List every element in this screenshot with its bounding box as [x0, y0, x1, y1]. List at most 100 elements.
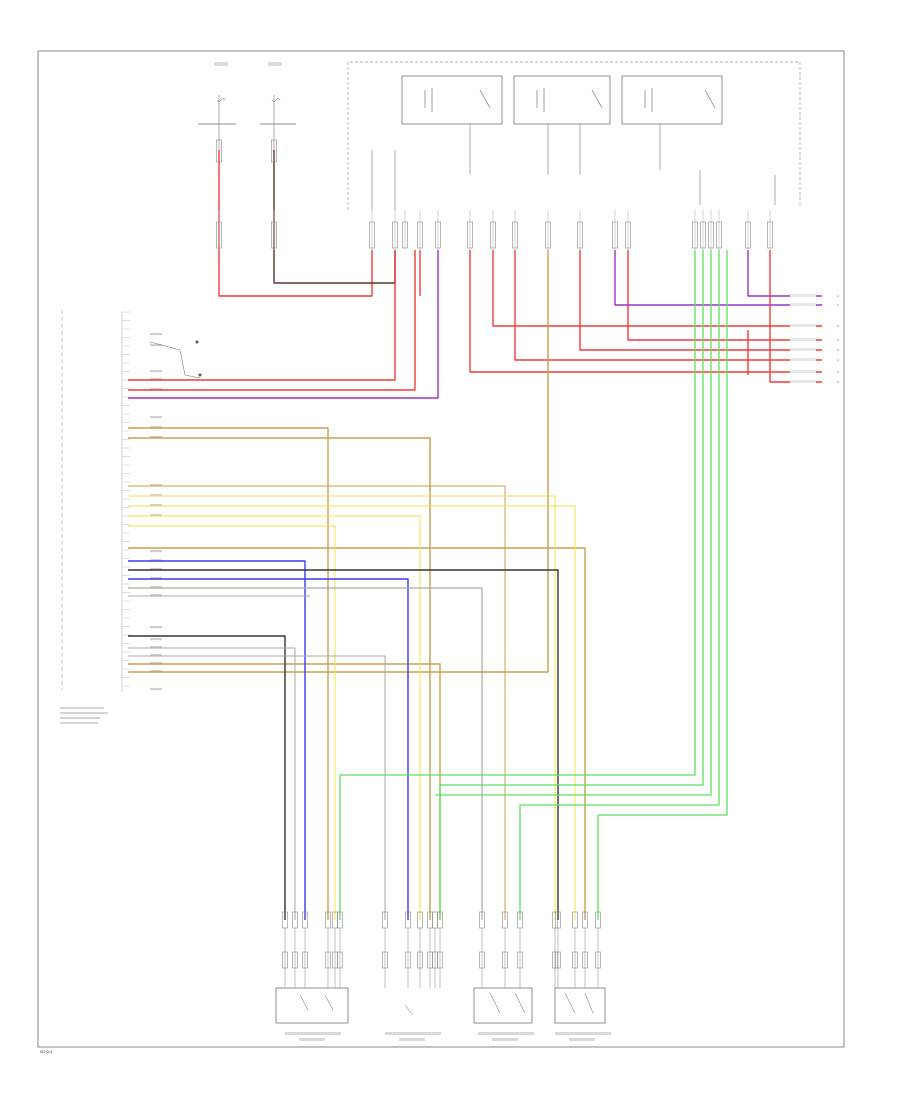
- right-terminal-node: [837, 295, 839, 297]
- pin-wire-label: [150, 370, 162, 373]
- pin-wire-label: [150, 436, 162, 439]
- bottom-connectors: [282, 911, 601, 988]
- wire-red-right-3: [514, 250, 822, 361]
- fuse-connector-pin: [271, 139, 277, 163]
- switch-node-2: [198, 373, 202, 377]
- right-terminal-label: [790, 338, 816, 341]
- switch-node-1: [195, 340, 199, 344]
- wire-tan-4: [128, 547, 586, 920]
- component-box-1: [275, 987, 349, 1024]
- wire-red-module-2: [128, 250, 416, 391]
- right-terminal-node: [837, 359, 839, 361]
- wire-yellow-3: [128, 515, 421, 920]
- wire-tan-2: [128, 437, 431, 920]
- fuse-symbol-1: [216, 98, 226, 102]
- pin-wire-label: [150, 378, 162, 381]
- right-terminal-node: [837, 349, 839, 351]
- fuse-connector-pin: [216, 139, 222, 163]
- pin-wire-label: [150, 426, 162, 429]
- wire-purple-module: [128, 250, 439, 399]
- component-label: [569, 1038, 595, 1041]
- right-terminal-node: [837, 304, 839, 306]
- pin-wire-label: [150, 559, 162, 562]
- wire-black-1: [128, 569, 559, 920]
- right-terminal-label: [790, 370, 816, 373]
- relay-box-2: [513, 75, 611, 125]
- component-box-2: [379, 987, 451, 1024]
- wire-brown-fuse-2: [273, 150, 396, 284]
- wire-yellow-2: [128, 505, 576, 920]
- pin-wire-label: [150, 416, 162, 419]
- pin-wire-label: [150, 688, 162, 691]
- bottom-connector-pin: [432, 911, 438, 929]
- wire-red-right-5: [627, 250, 822, 341]
- right-terminal-label: [790, 348, 816, 351]
- wire-yellow-1: [128, 495, 556, 920]
- relay-contacts-3: [644, 88, 716, 112]
- pin-wire-label: [150, 654, 162, 657]
- right-terminal-label: [790, 294, 816, 297]
- pin-wire-label: [150, 670, 162, 673]
- wire-gray-1: [128, 587, 483, 920]
- wire-green-3: [435, 250, 712, 796]
- wire-tan-long: [128, 250, 549, 673]
- right-terminal-label: [790, 380, 816, 383]
- bottom-components: [275, 911, 611, 1041]
- pin-wire-label: [150, 646, 162, 649]
- fuse-box-label-2: [268, 62, 282, 66]
- wire-red-right-6: [769, 250, 822, 383]
- wire-purple-right-2: [747, 250, 822, 297]
- wire-red-right-1: [469, 250, 822, 373]
- relay-contacts-2: [536, 88, 603, 112]
- pin-wire-label: [150, 333, 162, 336]
- component-label: [555, 1032, 611, 1035]
- wire-gray-3: [128, 655, 386, 920]
- component-label: [399, 1038, 425, 1041]
- right-terminal-label: [790, 324, 816, 327]
- pin-wire-label: [150, 344, 162, 347]
- module-internal-switch: [149, 341, 201, 379]
- pin-wire-label: [150, 550, 162, 553]
- right-terminal-node: [837, 339, 839, 341]
- component-labels: [285, 1032, 611, 1041]
- pin-wire-label: [150, 662, 162, 665]
- pin-wire-label: [150, 514, 162, 517]
- wire-green-4: [519, 250, 720, 920]
- relay-contacts-1: [424, 88, 491, 112]
- component-label: [385, 1032, 441, 1035]
- wires: [128, 150, 822, 920]
- wire-gray-4: [128, 647, 296, 920]
- wire-green-1: [339, 250, 696, 920]
- module-pins: [122, 311, 162, 691]
- right-terminal-node: [837, 381, 839, 383]
- wire-blue-1: [128, 560, 306, 920]
- right-terminal-node: [837, 325, 839, 327]
- pin-wire-label: [150, 494, 162, 497]
- component-label: [478, 1032, 534, 1035]
- pin-wire-label: [150, 594, 162, 597]
- wire-red-module-1: [128, 250, 396, 381]
- pin-wire-label: [150, 586, 162, 589]
- pin-wire-label: [150, 638, 162, 641]
- wire-blue-2: [128, 578, 409, 920]
- fuse-group-left: [198, 62, 296, 150]
- control-module: [60, 310, 202, 724]
- wire-red-right-2: [492, 250, 822, 327]
- right-terminals: [790, 294, 839, 383]
- relay-box-3: [621, 75, 723, 125]
- component-box-3: [473, 987, 533, 1024]
- pin-wire-label: [150, 484, 162, 487]
- wire-green-2: [439, 250, 704, 920]
- wire-tan-5: [128, 663, 441, 920]
- component-label: [299, 1038, 325, 1041]
- wire-tan-1: [128, 427, 329, 920]
- pin-wire-label: [150, 504, 162, 507]
- connectors: [216, 139, 773, 250]
- component-internals: [299, 992, 594, 1016]
- fuse-relay-module: [347, 61, 801, 210]
- relay-box-1: [401, 75, 503, 125]
- component-label: [285, 1032, 341, 1035]
- page-code: W2/2/4: [40, 1050, 53, 1054]
- pin-wire-label: [150, 388, 162, 391]
